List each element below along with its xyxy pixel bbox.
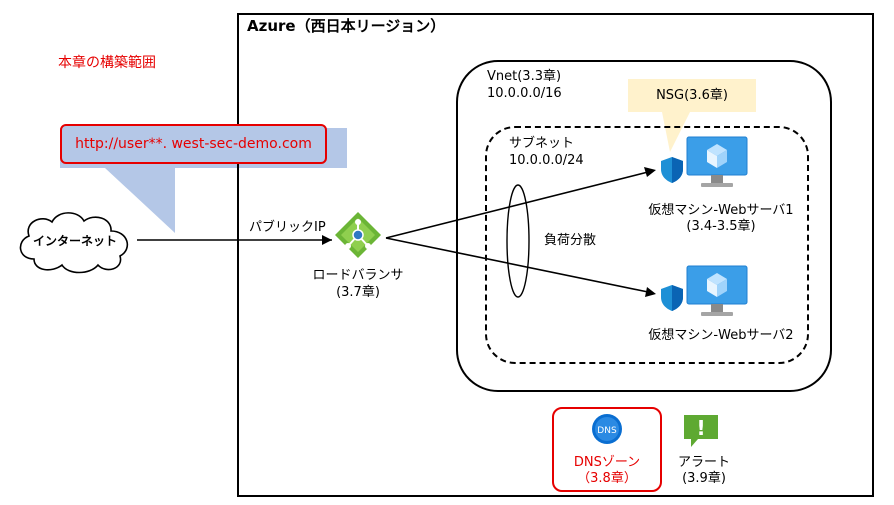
vnet-cidr: 10.0.0.0/16: [487, 86, 562, 101]
azure-region-title: Azure（西日本リージョン）: [247, 17, 446, 35]
cloud-icon: [19, 212, 129, 274]
nsg-label: NSG(3.6章): [656, 88, 728, 103]
load-balancer-label: ロードバランサ: [312, 268, 404, 283]
nsg-shield-icon: [661, 285, 683, 311]
load-balancing-label: 負荷分散: [544, 233, 597, 248]
url-callout: http://user**. west-sec-demo.com: [60, 124, 327, 164]
load-balancer-chapter: (3.7章): [336, 285, 380, 300]
public-ip-label: パブリックIP: [249, 220, 326, 235]
dns-icon: DNS: [592, 414, 622, 444]
internet-node: インターネット: [12, 205, 138, 277]
vm2-label: 仮想マシン-Webサーバ2: [648, 328, 794, 343]
dns-zone-highlight: [552, 407, 662, 492]
dns-icon-text: DNS: [597, 426, 617, 436]
vm1-chapter: (3.4-3.5章): [686, 219, 756, 234]
internet-label: インターネット: [32, 234, 117, 248]
alert-chapter: (3.9章): [682, 471, 726, 486]
subnet-label: サブネット: [509, 136, 575, 151]
dns-zone-chapter: （3.8章）: [577, 471, 637, 486]
subnet-cidr: 10.0.0.0/24: [509, 153, 584, 168]
alert-label: アラート: [677, 455, 730, 470]
lb-to-vm1-arrow: [385, 171, 649, 239]
nsg-callout-shape: [628, 79, 756, 152]
virtual-machine-icon: [686, 136, 748, 187]
vnet-boundary: [456, 60, 832, 392]
load-balancing-ellipse: [506, 184, 530, 298]
dns-zone-label: DNSゾーン: [573, 455, 641, 470]
azure-region-boundary: [237, 13, 874, 497]
url-text: http://user**. west-sec-demo.com: [75, 136, 312, 152]
load-balancer-node: [333, 210, 383, 260]
subnet-boundary: [485, 126, 809, 364]
alert-icon: !: [684, 415, 718, 447]
load-balancer-icon: [335, 212, 381, 258]
alert-icon-text: !: [696, 416, 705, 440]
lb-to-vm2-arrow: [385, 237, 649, 293]
scope-label: 本章の構築範囲: [58, 55, 156, 71]
vnet-label: Vnet(3.3章): [487, 69, 562, 84]
virtual-machine-icon: [686, 265, 748, 316]
nsg-shield-icon: [661, 157, 683, 183]
vm1-label: 仮想マシン-Webサーバ1: [648, 203, 794, 218]
